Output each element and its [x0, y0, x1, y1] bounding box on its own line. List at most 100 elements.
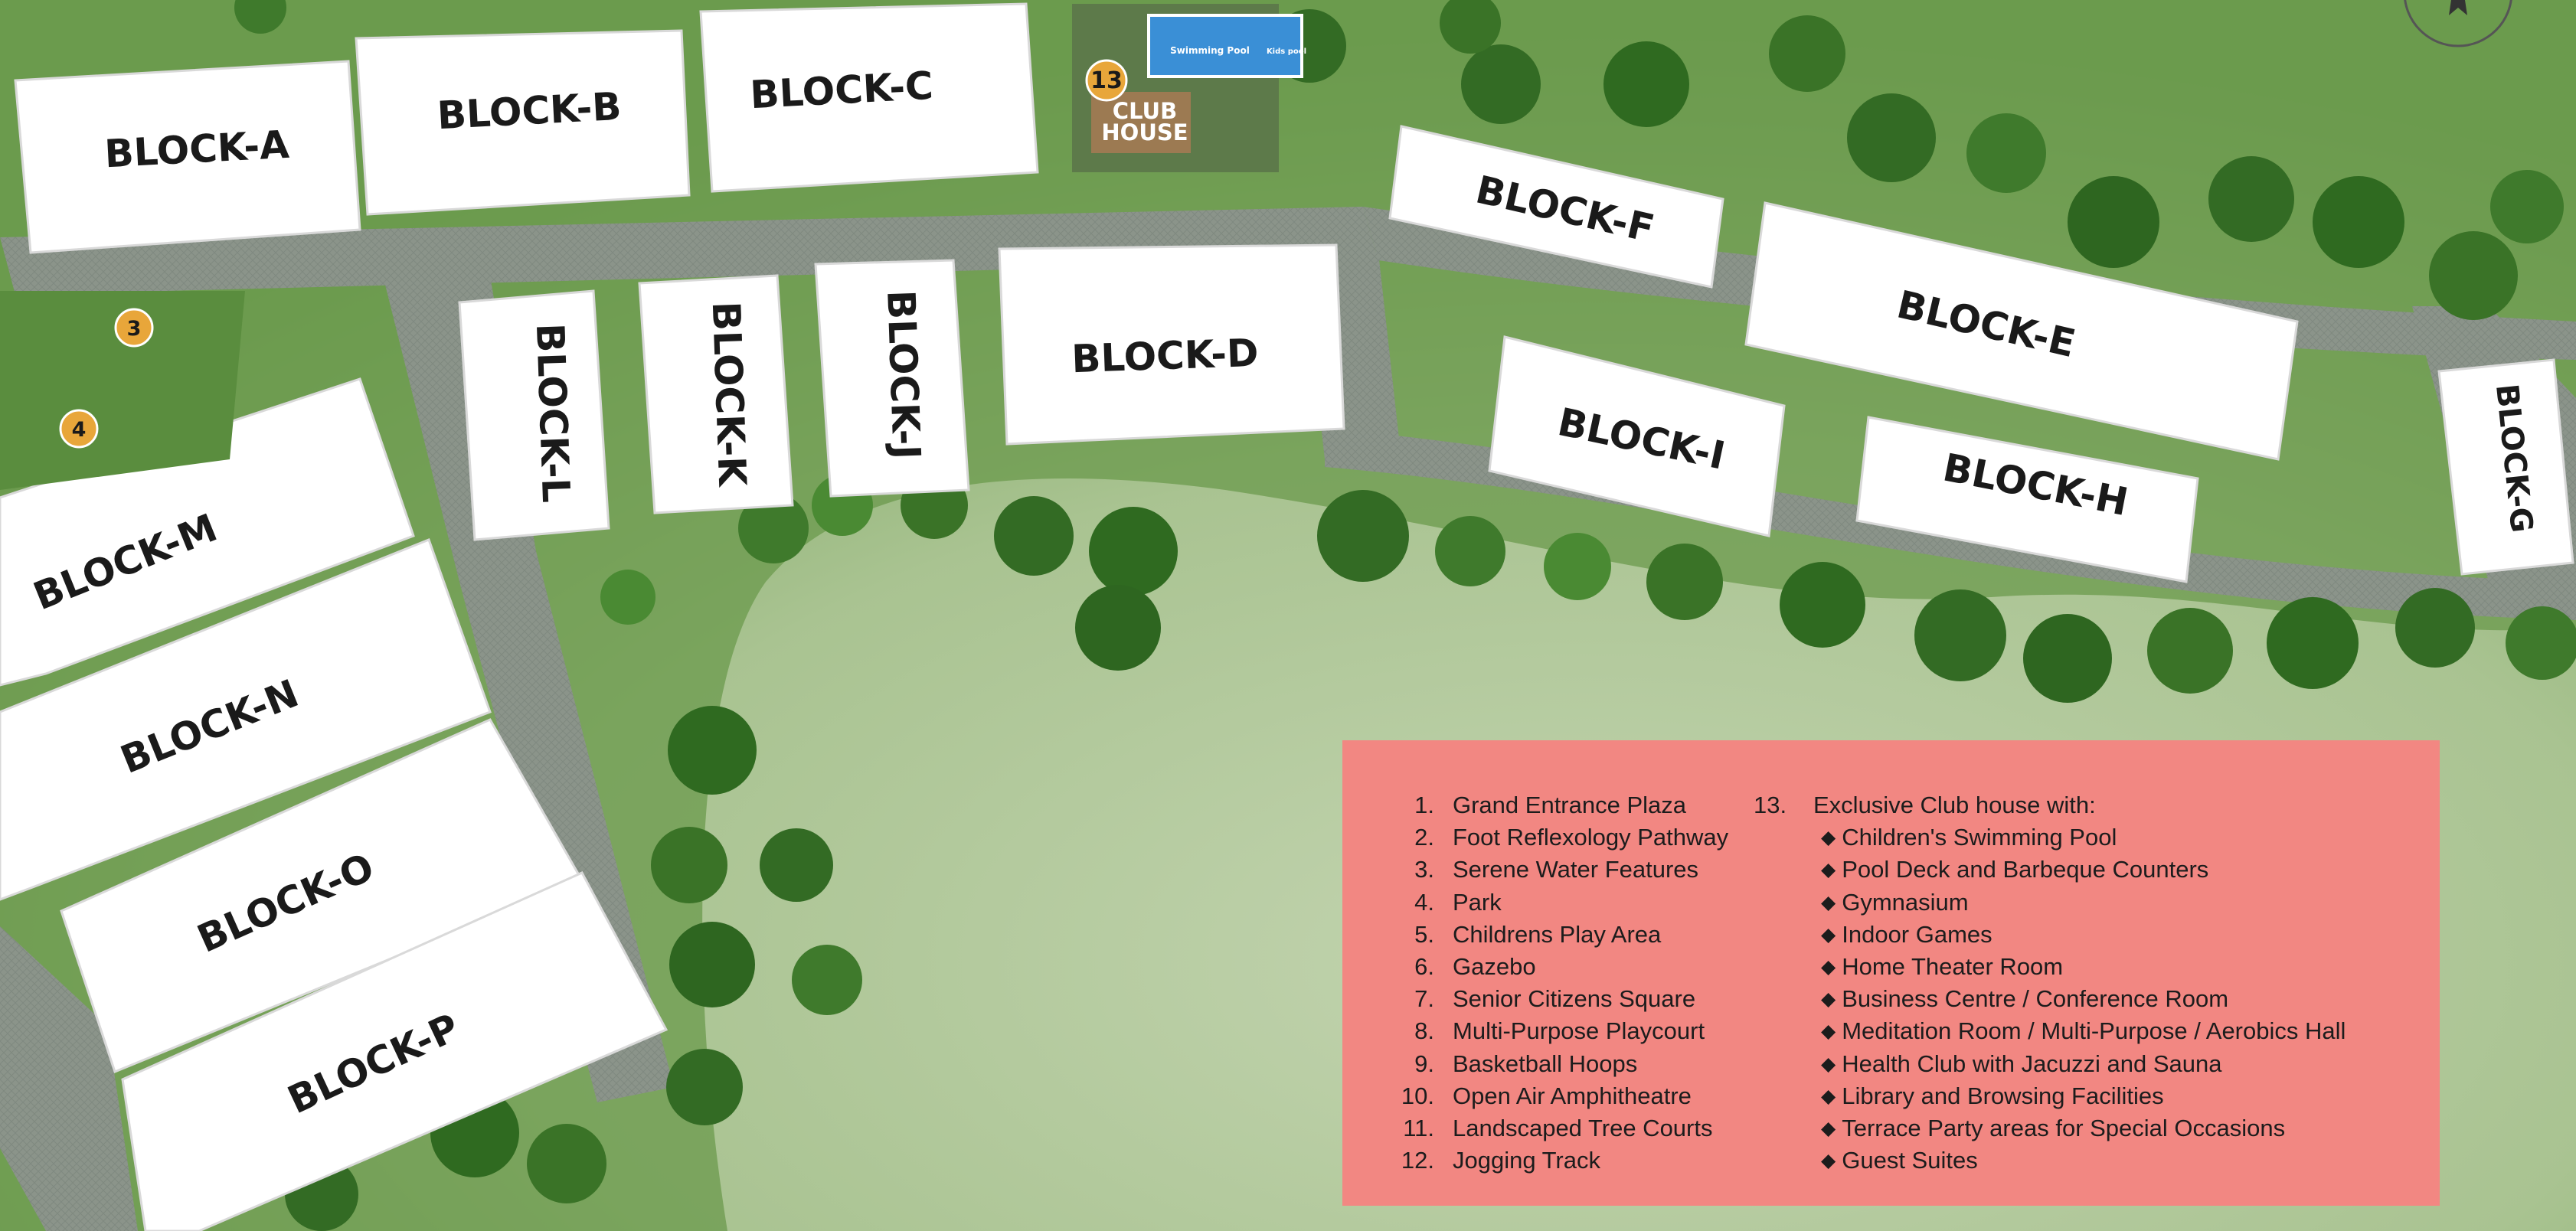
legend-item: 2. Foot Reflexology Pathway: [1373, 821, 1760, 854]
legend-club-item: ◆ Health Club with Jacuzzi and Sauna: [1760, 1048, 2409, 1080]
label-block-l: BLOCK-L: [528, 322, 578, 503]
marker-4: [59, 409, 99, 449]
building-i: [1488, 335, 1786, 537]
legend-club-item: ◆ Business Centre / Conference Room: [1760, 983, 2409, 1015]
legend-item-number: 1.: [1414, 792, 1434, 818]
label-block-c: BLOCK-C: [749, 64, 934, 117]
legend-item-label: Open Air Amphitheatre: [1453, 1082, 1692, 1109]
legend-item-label: Grand Entrance Plaza: [1453, 792, 1687, 818]
legend: 1. Grand Entrance Plaza 2. Foot Reflexology…: [1342, 740, 2440, 1206]
marker-13: [1085, 59, 1128, 102]
legend-club-item-label: Children's Swimming Pool: [1842, 824, 2117, 851]
legend-club-title: Exclusive Club house with:: [1813, 792, 2096, 818]
building-k: [638, 274, 794, 514]
legend-item-label: Basketball Hoops: [1453, 1050, 1638, 1077]
legend-club-title-row: 13. Exclusive Club house with:: [1754, 789, 2409, 821]
legend-club-item-label: Business Centre / Conference Room: [1842, 985, 2229, 1013]
marker-3: [114, 308, 154, 348]
legend-item-label: Jogging Track: [1453, 1147, 1600, 1174]
legend-club-house-list: 13. Exclusive Club house with: ◆ Children…: [1754, 789, 2409, 1183]
diamond-bullet-icon: ◆: [1821, 1150, 1836, 1172]
building-n: [0, 538, 492, 901]
label-block-a: BLOCK-A: [103, 122, 290, 177]
diamond-bullet-icon: ◆: [1821, 1085, 1836, 1107]
legend-club-item-label: Home Theater Room: [1842, 952, 2064, 980]
label-block-d: BLOCK-D: [1071, 331, 1259, 381]
legend-item: 3.Serene Water Features: [1373, 854, 1760, 886]
club-house-label-1: CLUB: [1113, 98, 1177, 124]
legend-background: [1342, 740, 2440, 1206]
legend-club-item-label: Health Club with Jacuzzi and Sauna: [1842, 1050, 2222, 1077]
legend-club-item-label: Meditation Room / Multi-Purpose / Aerobi…: [1842, 1017, 2346, 1045]
legend-item-label: Landscaped Tree Courts: [1453, 1114, 1713, 1141]
legend-item-number: 12.: [1401, 1147, 1434, 1174]
diamond-bullet-icon: ◆: [1821, 859, 1836, 881]
marker-3-label: 3: [127, 317, 142, 341]
legend-item: 6. Gazebo: [1373, 951, 1760, 983]
building-b: [355, 29, 691, 216]
building-d: [998, 243, 1345, 446]
kids-pool-label: Kids pool: [1267, 47, 1306, 56]
legend-item-number: 9.: [1414, 1050, 1434, 1077]
legend-club-item: ◆Pool Deck and Barbeque Counters: [1760, 854, 2409, 886]
legend-item-number: 7.: [1414, 985, 1434, 1013]
legend-amenities-list: 1. Grand Entrance Plaza 2. Foot Reflexology…: [1373, 789, 1760, 1183]
diamond-bullet-icon: ◆: [1821, 1053, 1836, 1075]
legend-item-number: 10.: [1401, 1082, 1434, 1109]
legend-item: 12. Jogging Track: [1373, 1144, 1760, 1177]
club-house-label-2: HOUSE: [1101, 119, 1188, 145]
legend-item-label: Gazebo: [1453, 952, 1536, 980]
trees: [234, 0, 2576, 1231]
label-block-b: BLOCK-B: [436, 84, 622, 139]
legend-item-number: 3.: [1414, 856, 1434, 883]
legend-item: 4.Park: [1373, 887, 1760, 919]
marker-4-label: 4: [72, 418, 87, 442]
legend-item-number: 8.: [1414, 1017, 1434, 1045]
diamond-bullet-icon: ◆: [1821, 923, 1836, 945]
legend-item: 7. Senior Citizens Square: [1373, 983, 1760, 1015]
legend-club-item: ◆Meditation Room / Multi-Purpose / Aerob…: [1760, 1015, 2409, 1047]
legend-item: 9. Basketball Hoops: [1373, 1048, 1760, 1080]
diamond-bullet-icon: ◆: [1821, 955, 1836, 978]
building-f: [1388, 125, 1724, 289]
legend-club-item: ◆ Terrace Party areas for Special Occasio…: [1760, 1112, 2409, 1144]
legend-item-number: 2.: [1414, 824, 1434, 851]
swimming-pool: [1147, 14, 1303, 78]
legend-item-label: Foot Reflexology Pathway: [1453, 824, 1729, 851]
building-c: [699, 2, 1039, 193]
legend-item-label: Childrens Play Area: [1453, 920, 1662, 948]
legend-item: 8. Multi-Purpose Playcourt: [1373, 1015, 1760, 1047]
legend-club-item: ◆ Indoor Games: [1760, 919, 2409, 951]
building-j: [814, 259, 970, 498]
legend-club-item-label: Terrace Party areas for Special Occasion…: [1842, 1114, 2286, 1141]
pool-label: Swimming Pool: [1170, 45, 1250, 56]
legend-club-item: ◆ Library and Browsing Facilities: [1760, 1080, 2409, 1112]
legend-item: 10. Open Air Amphitheatre: [1373, 1080, 1760, 1112]
club-house-area: Swimming Pool Kids pool 13 CLUB HOUSE: [1072, 4, 1306, 172]
label-block-k: BLOCK-K: [704, 301, 754, 488]
diamond-bullet-icon: ◆: [1821, 891, 1836, 913]
legend-club-item-label: Indoor Games: [1842, 920, 1992, 948]
diamond-bullet-icon: ◆: [1821, 988, 1836, 1011]
marker-13-label: 13: [1090, 67, 1123, 94]
legend-item-label: Multi-Purpose Playcourt: [1453, 1017, 1705, 1045]
legend-item-number: 6.: [1414, 952, 1434, 980]
legend-item: 5. Childrens Play Area: [1373, 919, 1760, 951]
legend-club-item: ◆ Home Theater Room: [1760, 951, 2409, 983]
legend-item-label: Park: [1453, 888, 1502, 916]
legend-club-item: ◆Gymnasium: [1760, 887, 2409, 919]
legend-item: 11. Landscaped Tree Courts: [1373, 1112, 1760, 1144]
building-e: [1744, 201, 2299, 461]
diamond-bullet-icon: ◆: [1821, 827, 1836, 849]
diamond-bullet-icon: ◆: [1821, 1117, 1836, 1139]
park-area: 3 4: [0, 291, 245, 490]
building-h: [1855, 416, 2199, 583]
label-block-j: BLOCK-J: [878, 289, 929, 460]
legend-club-item-label: Library and Browsing Facilities: [1842, 1082, 2164, 1109]
legend-item-label: Senior Citizens Square: [1453, 985, 1696, 1013]
legend-item-number: 11.: [1403, 1114, 1434, 1141]
building-m: [0, 377, 415, 687]
legend-item-number: 5.: [1414, 920, 1434, 948]
